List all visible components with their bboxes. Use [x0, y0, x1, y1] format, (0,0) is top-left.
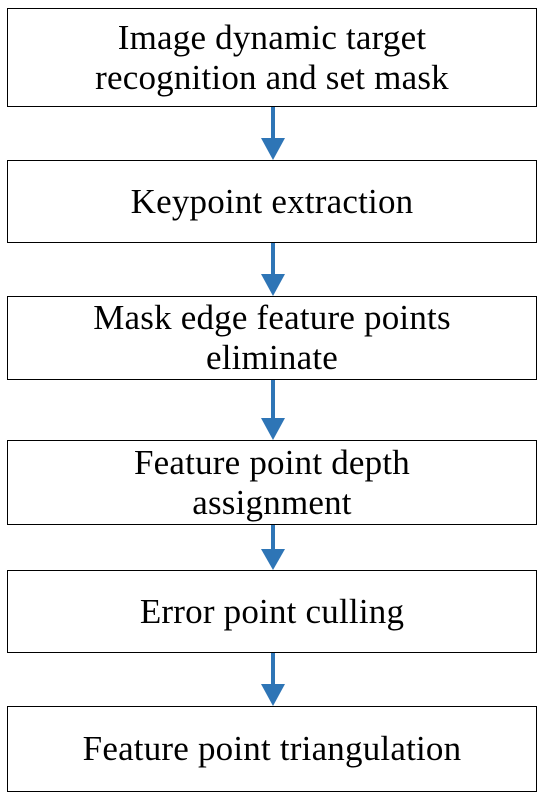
- step-label: Error point culling: [139, 591, 405, 631]
- step-label: Mask edge feature points eliminate: [93, 298, 451, 377]
- arrow-down-icon: [261, 525, 285, 570]
- step-label: Keypoint extraction: [130, 181, 414, 221]
- arrow-down-icon: [261, 243, 285, 296]
- arrow-down-icon: [261, 653, 285, 706]
- step-box-mask-edge-elimination: Mask edge feature points eliminate: [7, 296, 537, 380]
- arrow-down-icon: [261, 380, 285, 440]
- step-box-keypoint-extraction: Keypoint extraction: [7, 160, 537, 243]
- step-box-error-point-culling: Error point culling: [7, 570, 537, 653]
- step-label: Feature point triangulation: [82, 729, 462, 768]
- step-box-dynamic-target-recognition: Image dynamic target recognition and set…: [7, 8, 537, 107]
- arrow-down-icon: [261, 107, 285, 160]
- step-label: Image dynamic target recognition and set…: [95, 17, 449, 97]
- step-box-depth-assignment: Feature point depth assignment: [7, 440, 537, 525]
- step-label: Feature point depth assignment: [134, 442, 410, 522]
- step-box-triangulation: Feature point triangulation: [7, 706, 537, 792]
